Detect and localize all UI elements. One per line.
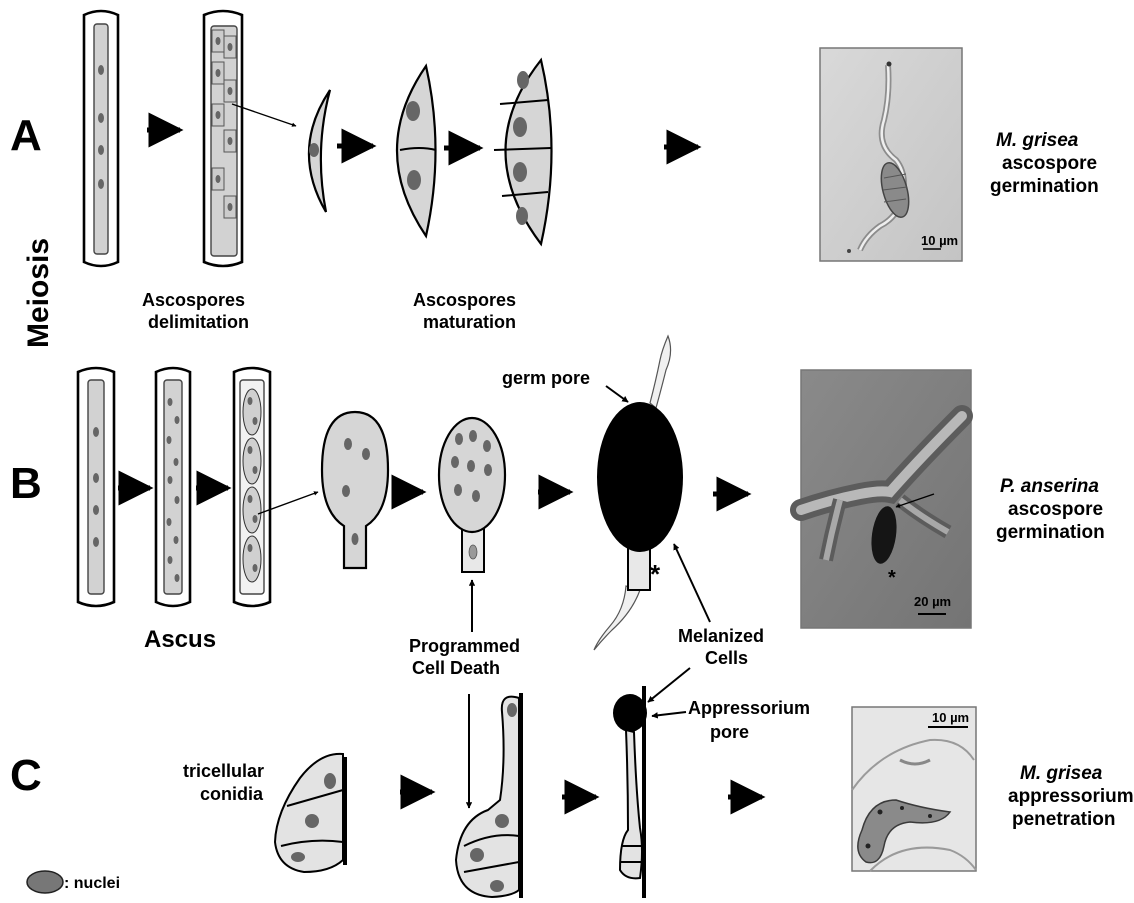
label-programmed-2: Cell Death	[412, 658, 500, 678]
label-appressorium-2: pore	[710, 722, 749, 742]
spore-a3	[494, 60, 552, 244]
row-a-diagram	[84, 11, 698, 266]
meiosis-label: Meiosis	[22, 238, 55, 348]
caption-b-line2: ascospore	[1008, 499, 1103, 520]
conidium-c2	[456, 693, 521, 898]
label-ascospores-delimitation-2: delimitation	[148, 312, 249, 332]
ascospore-b1	[322, 412, 388, 568]
label-ascospores-maturation-2: maturation	[423, 312, 516, 332]
spore-a1	[309, 90, 330, 212]
label-ascospores-delimitation-1: Ascospores	[142, 290, 245, 310]
ascospore-b2	[439, 418, 505, 572]
panel-label-c: C	[10, 751, 42, 800]
label-conidia: conidia	[200, 784, 264, 804]
scale-bar-b: 20 µm	[914, 594, 951, 609]
ascus-b1	[78, 368, 114, 606]
caption-a-species: M. grisea	[996, 130, 1079, 151]
caption-a-line2: ascospore	[1002, 153, 1097, 174]
ascus-b2	[156, 368, 190, 606]
caption-c-line2: appressorium	[1008, 786, 1134, 807]
asterisk-b: *	[650, 559, 661, 589]
spore-a2	[397, 66, 436, 236]
scale-bar-c: 10 µm	[932, 710, 969, 725]
label-programmed-1: Programmed	[409, 636, 520, 656]
nucleus-legend-icon	[27, 871, 63, 893]
caption-c-line3: penetration	[1012, 809, 1115, 830]
caption-b-species: P. anserina	[1000, 476, 1099, 497]
conidium-c1	[275, 754, 345, 872]
nuclei-legend: : nuclei	[27, 871, 120, 893]
label-germ-pore: germ pore	[502, 368, 590, 388]
photo-c-micrograph: 10 µm	[852, 707, 976, 871]
photo-b-micrograph: * 20 µm	[801, 370, 971, 628]
ascus-a2	[204, 11, 242, 266]
nuclei-legend-label: : nuclei	[64, 875, 120, 892]
row-c-diagram: tricellular conidia	[183, 686, 762, 898]
panel-label-a: A	[10, 111, 42, 160]
conidium-c3	[613, 686, 647, 898]
caption-b-line3: germination	[996, 522, 1105, 543]
asterisk-photo-b: *	[888, 567, 896, 589]
scale-bar-a: 10 µm	[921, 233, 958, 248]
caption-a-line3: germination	[990, 176, 1099, 197]
label-appressorium-1: Appressorium	[688, 698, 810, 718]
label-melanized-1: Melanized	[678, 626, 764, 646]
photo-a-micrograph: 10 µm	[820, 48, 962, 261]
panel-label-b: B	[10, 459, 42, 508]
ascus-b3	[234, 368, 270, 606]
label-tricellular: tricellular	[183, 761, 264, 781]
label-ascospores-maturation-1: Ascospores	[413, 290, 516, 310]
ascus-a1	[84, 11, 118, 266]
row-b-diagram: *	[78, 336, 748, 650]
caption-c-species: M. grisea	[1020, 763, 1103, 784]
label-ascus: Ascus	[144, 626, 216, 653]
label-melanized-2: Cells	[705, 648, 748, 668]
melanized-spore-b: *	[594, 336, 683, 650]
